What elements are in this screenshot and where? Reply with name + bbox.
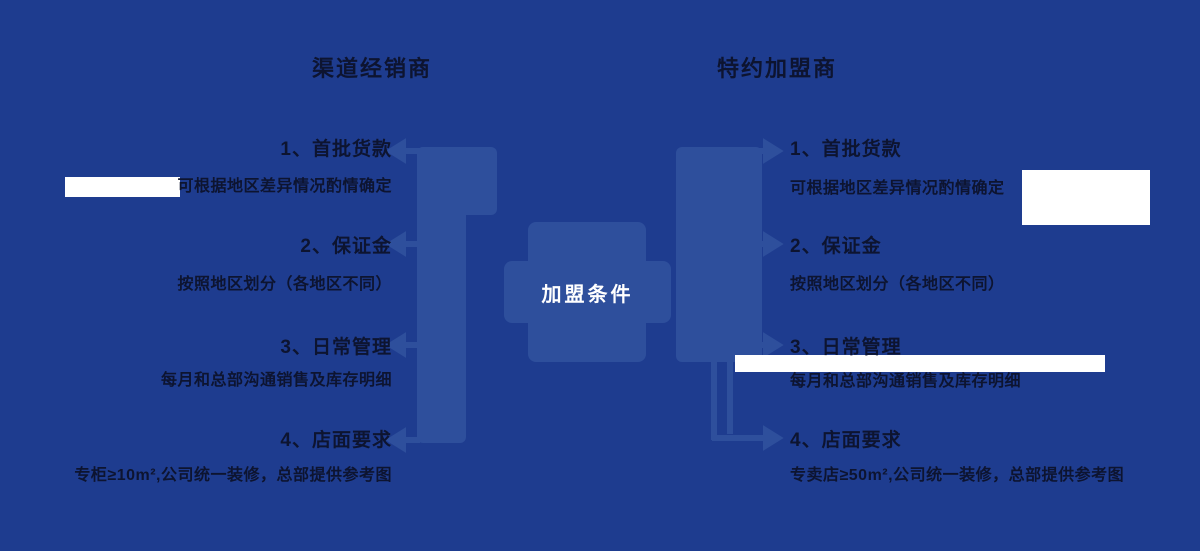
left-item-4-heading: 4、店面要求 [280,430,392,451]
arrowhead-right-3 [763,332,784,358]
left-branch-bar [417,147,466,443]
right-item-1-heading: 1、首批货款 [790,139,902,160]
right-item-3-detail: 每月和总部沟通销售及库存明细 [790,373,1022,390]
left-item-3-detail: 每月和总部沟通销售及库存明细 [160,372,392,389]
right-item-4-heading: 4、店面要求 [790,430,902,451]
arrowhead-right-1 [763,138,784,164]
right-branch-thin-line-1 [711,358,717,440]
arrowhead-right-4 [763,425,784,451]
right-item-3-heading: 3、日常管理 [790,337,902,358]
left-item-4-detail: 专柜≥10m²,公司统一装修，总部提供参考图 [74,467,392,484]
left-item-2-heading: 2、保证金 [300,236,392,257]
left-item-1-heading: 1、首批货款 [280,139,392,160]
redaction-box-right-middle [735,355,1105,372]
center-node-horizontal [504,261,671,323]
left-item-2-detail: 按照地区划分（各地区不同） [177,276,392,293]
right-item-1-detail: 可根据地区差异情况酌情确定 [790,180,1005,197]
arrowhead-left-2 [385,231,406,257]
redaction-box-left [65,177,180,197]
center-node-label: 加盟条件 [541,284,634,306]
arrowhead-right-2 [763,231,784,257]
right-branch-thin-line-2 [727,358,733,434]
right-branch-bar [676,147,762,362]
left-column-title: 渠道经销商 [311,56,432,81]
arrowhead-left-3 [385,332,406,358]
right-column-title: 特约加盟商 [716,56,837,81]
right-item-2-heading: 2、保证金 [790,236,882,257]
left-item-3-heading: 3、日常管理 [280,337,392,358]
redaction-box-right-top [1022,170,1150,225]
right-item-2-detail: 按照地区划分（各地区不同） [790,276,1005,293]
right-item-4-detail: 专卖店≥50m²,公司统一装修，总部提供参考图 [790,467,1125,484]
arrowhead-left-1 [385,138,406,164]
arrowhead-left-4 [385,427,406,453]
left-item-1-detail: 可根据地区差异情况酌情确定 [177,178,392,195]
